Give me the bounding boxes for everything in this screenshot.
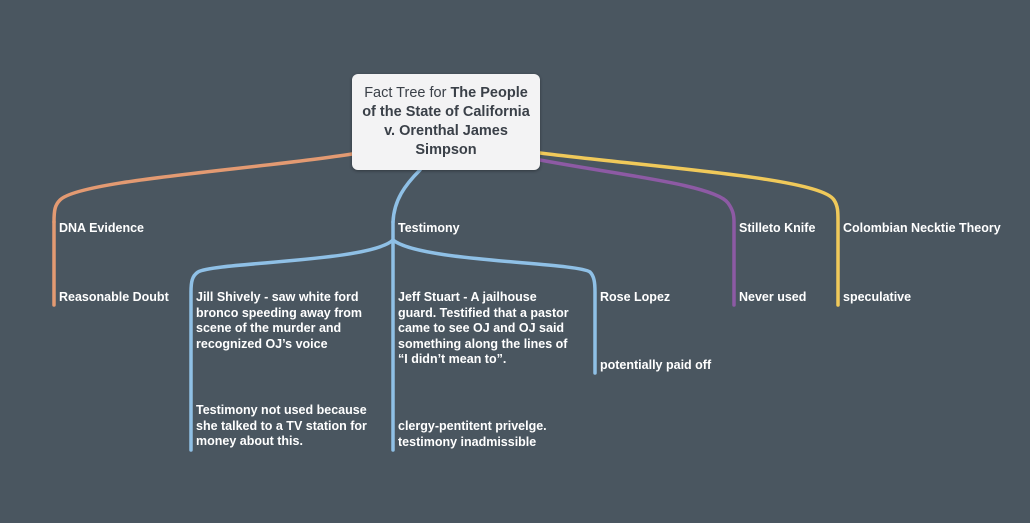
text-line: recognized OJ’s voice [196, 336, 328, 351]
text-line: guard. Testified that a pastor [398, 305, 569, 320]
text-line: scene of the murder and [196, 321, 342, 335]
topic-potentially-paid-off[interactable]: potentially paid off [600, 358, 712, 372]
text-line: Testimony not used because [196, 403, 367, 417]
text-line: Jeff Stuart - A jailhouse [398, 290, 537, 304]
connector-root-necktie [538, 151, 840, 307]
topic-never-used[interactable]: Never used [739, 290, 807, 304]
root-topic-prefix: Fact Tree for [364, 85, 451, 101]
text-line: clergy-pentitent privelge. [398, 419, 547, 433]
topic-jeff-stuart[interactable]: Jeff Stuart - A jailhouse guard. Testifi… [398, 290, 569, 368]
connector-testimony-lopez [391, 238, 597, 375]
text-line: “I didn’t mean to”. [398, 352, 507, 366]
topic-stilleto-knife[interactable]: Stilleto Knife [739, 221, 816, 235]
text-line: came to see OJ and OJ said [398, 321, 565, 335]
connector-root-testimony [391, 168, 422, 224]
connector-root-knife [538, 158, 736, 307]
topic-reasonable-doubt[interactable]: Reasonable Doubt [59, 290, 169, 304]
text-line: something along the lines of [398, 336, 568, 351]
connector-root-dna [52, 152, 354, 224]
topic-rose-lopez[interactable]: Rose Lopez [600, 290, 671, 304]
topic-dna-evidence[interactable]: DNA Evidence [59, 221, 144, 235]
text-line: she talked to a TV station for [196, 418, 367, 433]
root-topic[interactable]: Fact Tree for The People of the State of… [352, 74, 540, 170]
topic-speculative[interactable]: speculative [843, 290, 912, 304]
text-line: Jill Shively - saw white ford [196, 290, 359, 304]
connector-testimony-shively [189, 238, 395, 452]
topic-jill-shively[interactable]: Jill Shively - saw white ford bronco spe… [196, 290, 362, 352]
root-topic-title: The People of the State of California v.… [362, 85, 530, 158]
text-line: testimony inadmissible [398, 434, 537, 449]
text-line: money about this. [196, 434, 303, 448]
topic-testimony-not-used[interactable]: Testimony not used because she talked to… [196, 403, 367, 450]
topic-colombian-necktie[interactable]: Colombian Necktie Theory [843, 221, 1001, 235]
text-line: bronco speeding away from [196, 305, 363, 320]
topic-testimony[interactable]: Testimony [398, 221, 460, 235]
topic-clergy-privilege[interactable]: clergy-pentitent privelge. testimony ina… [398, 419, 547, 450]
